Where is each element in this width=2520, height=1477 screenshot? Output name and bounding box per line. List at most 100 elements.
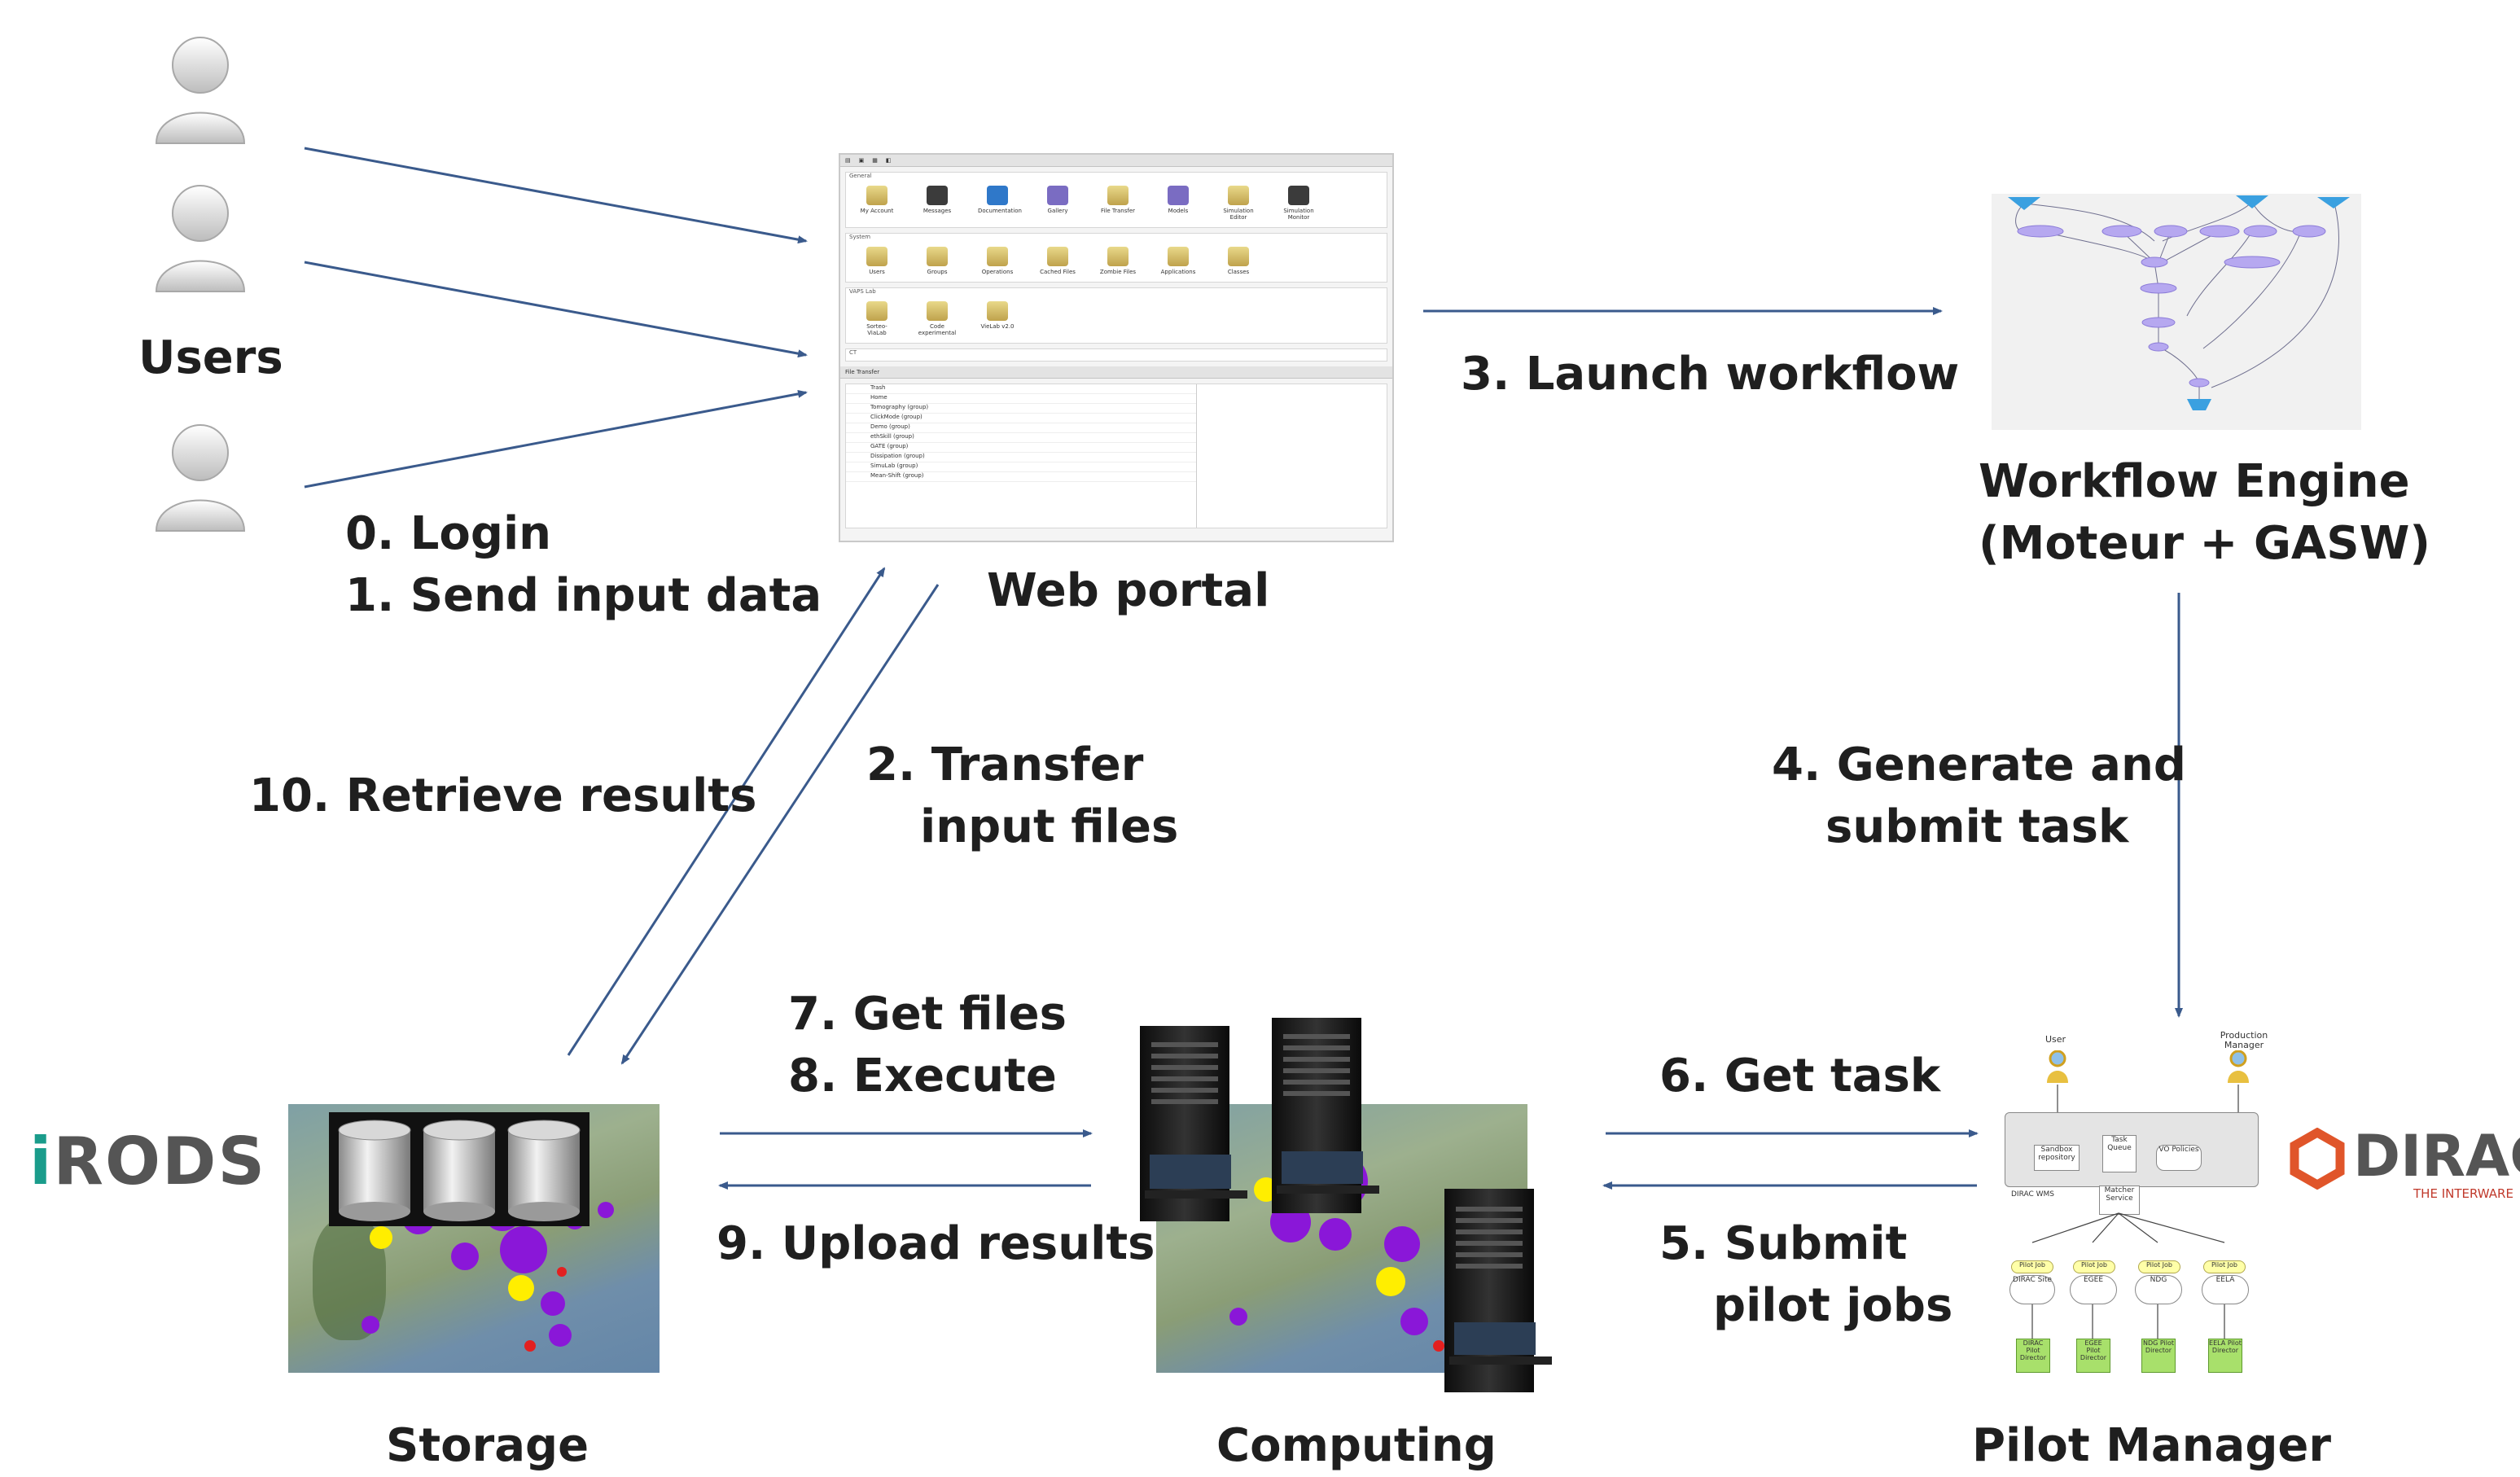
list-item: GATE (group)	[846, 443, 1196, 453]
monitor-icon	[1288, 186, 1309, 205]
arrow-retrieve-results	[567, 567, 886, 1056]
pilot-director-box: NDG Pilot Director	[2141, 1339, 2176, 1373]
portal-app-icon: Operations	[978, 247, 1017, 275]
portal-app-icon: Simulation Monitor	[1279, 186, 1318, 221]
gallery-icon	[1047, 186, 1068, 205]
portal-app-icon: Gallery	[1038, 186, 1077, 221]
step-label-transfer: 2. Transfer	[866, 738, 1144, 791]
models-icon	[1168, 186, 1189, 205]
workflow-engine-label: Workflow Engine	[1979, 455, 2410, 508]
step-label-retrieve: 10. Retrieve results	[249, 769, 757, 822]
folder-icon	[927, 247, 948, 266]
info-icon	[987, 186, 1008, 205]
portal-app-icon: Groups	[918, 247, 957, 275]
server-icon	[1140, 1026, 1247, 1221]
file-transfer-bar: File Transfer	[840, 366, 1392, 379]
folder-icon	[1228, 247, 1249, 266]
list-item: Mean-Shift (group)	[846, 472, 1196, 482]
portal-app-icon: Classes	[1219, 247, 1258, 275]
storage-map	[288, 1104, 660, 1373]
step-label-pilot-jobs: pilot jobs	[1713, 1279, 1953, 1332]
folder-icon	[987, 301, 1008, 321]
portal-app-icon: Documentation	[978, 186, 1022, 221]
workflow-graph	[1992, 194, 2361, 430]
portal-toolbar: ▤▣▦◧	[840, 155, 1392, 167]
folder-icon	[866, 247, 887, 266]
sandbox-box: Sandbox repository	[2034, 1145, 2080, 1171]
portal-app-icon: VieLab v2.0	[978, 301, 1017, 336]
user-icon	[155, 185, 246, 292]
step-label-get-files: 7. Get files	[788, 988, 1067, 1041]
portal-section-general: General My Account Messages Documentatio…	[845, 172, 1387, 228]
computing-label: Computing	[1216, 1419, 1497, 1472]
pilot-manager-label: Pilot Manager	[1972, 1419, 2332, 1472]
step-label-send-input: 1. Send input data	[345, 569, 822, 622]
vo-policies-box: VO Policies	[2156, 1145, 2202, 1171]
folder-icon	[866, 301, 887, 321]
arrow-transfer-files	[620, 584, 940, 1065]
portal-app-icon: Simulation Editor	[1219, 186, 1258, 221]
folder-icon	[987, 247, 1008, 266]
server-icon	[1444, 1189, 1552, 1392]
workflow-engine-sublabel: (Moteur + GASW)	[1979, 517, 2430, 570]
pilot-manager-diagram: User Production Manager Sandbox reposito…	[1987, 1031, 2296, 1381]
folder-icon	[1107, 247, 1129, 266]
step-label-submit-task: submit task	[1825, 800, 2129, 853]
dirac-logo: DIRAC THE INTERWARE	[2286, 1123, 2520, 1201]
pm-connectors	[2031, 1085, 2239, 1340]
folder-icon	[1107, 186, 1129, 205]
user-icon	[2047, 1050, 2068, 1083]
list-item: Demo (group)	[846, 423, 1196, 433]
site-cloud: DIRAC Site	[2009, 1275, 2055, 1304]
portal-app-icon: My Account	[857, 186, 896, 221]
web-portal-screenshot: ▤▣▦◧ General My Account Messages Documen…	[839, 153, 1394, 542]
site-cloud: NDG	[2135, 1275, 2182, 1304]
pilot-job-note: Pilot Job	[2073, 1260, 2115, 1273]
list-item: ethSkill (group)	[846, 433, 1196, 443]
file-transfer-panel: Trash Home Tomography (group) ClickMode …	[845, 383, 1387, 528]
pilot-job-note: Pilot Job	[2011, 1260, 2053, 1273]
storage-label: Storage	[386, 1419, 589, 1472]
portal-app-icon: File Transfer	[1098, 186, 1137, 221]
site-cloud: EELA	[2202, 1275, 2249, 1304]
messages-icon	[927, 186, 948, 205]
arrow-user3-portal	[304, 389, 808, 489]
server-racks	[1140, 1018, 1552, 1392]
pilot-director-box: EELA Pilot Director	[2208, 1339, 2242, 1373]
editor-icon	[1228, 186, 1249, 205]
pilot-director-box: EGEE Pilot Director	[2076, 1339, 2110, 1373]
list-item: Trash	[846, 384, 1196, 394]
site-cloud: EGEE	[2070, 1275, 2117, 1304]
user-icon	[155, 424, 246, 532]
task-queue-box: Task Queue	[2102, 1135, 2137, 1172]
arrow-user2-portal	[304, 261, 808, 358]
list-item: Home	[846, 394, 1196, 404]
users-label: Users	[138, 331, 283, 384]
hexagon-icon	[2290, 1127, 2345, 1190]
list-item: ClickMode (group)	[846, 414, 1196, 423]
list-item: Dissipation (group)	[846, 453, 1196, 462]
step-label-submit: 5. Submit	[1659, 1217, 1908, 1270]
pilot-job-note: Pilot Job	[2138, 1260, 2180, 1273]
database-icon	[338, 1120, 581, 1221]
pm-user-label: User	[2045, 1034, 2066, 1045]
portal-app-icon: Cached Files	[1038, 247, 1077, 275]
pm-production-manager-label: Production Manager	[2220, 1030, 2268, 1050]
irods-logo: iRODS	[29, 1124, 267, 1199]
user-icon	[2228, 1050, 2249, 1083]
step-label-upload: 9. Upload results	[717, 1217, 1155, 1270]
dirac-wms-label: DIRAC WMS	[2011, 1190, 2054, 1199]
matcher-box: Matcher Service	[2099, 1186, 2140, 1215]
section-title: General	[849, 173, 872, 179]
portal-app-icon: Models	[1159, 186, 1198, 221]
portal-section-ct: CT	[845, 348, 1387, 362]
portal-app-icon: Zombie Files	[1098, 247, 1137, 275]
step-label-get-task: 6. Get task	[1659, 1050, 1941, 1102]
portal-app-icon: Users	[857, 247, 896, 275]
step-label-launch-workflow: 3. Launch workflow	[1461, 348, 1960, 401]
portal-app-icon: Code experimental	[918, 301, 957, 336]
pilot-job-note: Pilot Job	[2203, 1260, 2246, 1273]
user-icon	[155, 37, 246, 144]
arrow-user1-portal	[304, 147, 808, 244]
portal-app-icon: Applications	[1159, 247, 1198, 275]
